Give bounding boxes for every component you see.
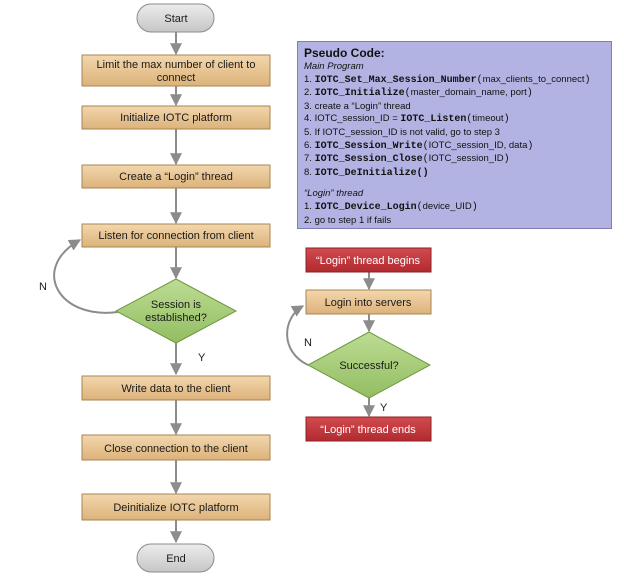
create-thread-box: Create a “Login” thread: [81, 164, 271, 189]
write-label: Write data to the client: [121, 383, 230, 395]
main-flow-connectors: [53, 32, 182, 544]
login-ends-box: “Login” thread ends: [305, 416, 432, 442]
start-node: Start: [136, 3, 215, 33]
pseudo-line-6: 6. IOTC_Session_Write(IOTC_session_ID, d…: [304, 139, 534, 152]
login-servers-label: Login into servers: [325, 297, 412, 309]
thread-line-2: 2. go to step 1 if fails: [304, 214, 392, 226]
pseudo-line-7: 7. IOTC_Session_Close(IOTC_session_ID): [304, 153, 510, 166]
pseudo-line-4: 4. IOTC_session_ID = IOTC_Listen(timeout…: [304, 113, 510, 126]
write-box: Write data to the client: [81, 375, 271, 401]
limit-clients-label-line2: connect: [157, 72, 196, 84]
listen-box: Listen for connection from client: [81, 223, 271, 248]
successful-no-label: N: [304, 337, 312, 349]
session-label-line2: established?: [145, 312, 207, 324]
login-flow-connectors: [286, 272, 375, 418]
end-label: End: [166, 553, 186, 565]
end-node: End: [136, 543, 215, 573]
pseudo-code-panel: Pseudo Code: Main Program 1. IOTC_Set_Ma…: [297, 41, 612, 229]
login-begins-label: “Login” thread begins: [316, 255, 420, 267]
pseudo-line-5: 5. If IOTC_session_ID is not valid, go t…: [304, 126, 500, 138]
limit-clients-box: Limit the max number of client to connec…: [81, 54, 271, 87]
login-thread-label: “Login” thread: [304, 188, 364, 200]
successful-label: Successful?: [339, 360, 398, 372]
session-no-label: N: [39, 281, 47, 293]
deinit-label: Deinitialize IOTC platform: [113, 502, 238, 514]
listen-label: Listen for connection from client: [98, 230, 253, 242]
pseudo-line-1: 1. IOTC_Set_Max_Session_Number(max_clien…: [304, 73, 591, 86]
start-label: Start: [164, 13, 187, 25]
successful-yes-label: Y: [380, 402, 388, 414]
login-servers-box: Login into servers: [305, 289, 432, 315]
pseudo-line-8: 8. IOTC_DeInitialize(): [304, 166, 429, 179]
session-label-line1: Session is: [151, 299, 202, 311]
initialize-box: Initialize IOTC platform: [81, 105, 271, 130]
close-label: Close connection to the client: [104, 443, 248, 455]
session-yes-label: Y: [198, 352, 206, 364]
create-thread-label: Create a “Login” thread: [119, 171, 233, 183]
close-box: Close connection to the client: [81, 434, 271, 461]
limit-clients-label-line1: Limit the max number of client to: [97, 59, 256, 71]
login-ends-label: “Login” thread ends: [320, 424, 416, 436]
pseudo-code-title: Pseudo Code:: [304, 46, 385, 60]
login-begins-box: “Login” thread begins: [305, 247, 432, 273]
main-program-label: Main Program: [304, 61, 364, 72]
successful-decision: Successful?: [306, 331, 432, 399]
session-decision: Session is established?: [114, 278, 238, 344]
initialize-label: Initialize IOTC platform: [120, 112, 232, 124]
deinit-box: Deinitialize IOTC platform: [81, 493, 271, 521]
pseudo-line-3: 3. create a “Login” thread: [304, 100, 411, 112]
pseudo-line-2: 2. IOTC_Initialize(master_domain_name, p…: [304, 87, 533, 100]
thread-line-1: 1. IOTC_Device_Login(device_UID): [304, 200, 478, 213]
